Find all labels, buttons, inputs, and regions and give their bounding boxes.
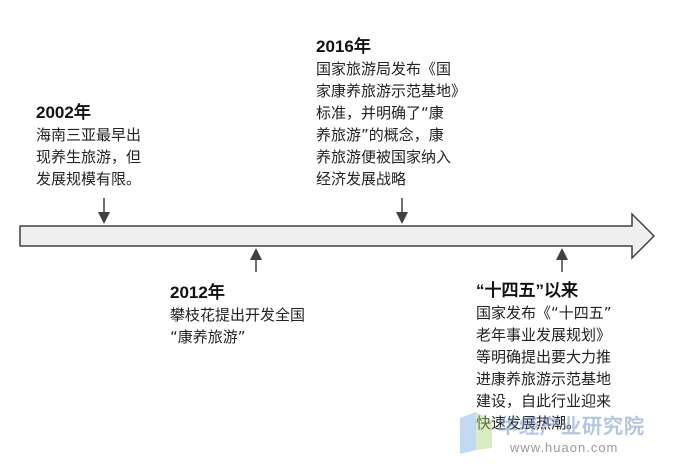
event-14th-five-year: “十四五”以来 国家发布《“十四五” 老年事业发展规划》 等明确提出要大力推 进… <box>476 280 612 434</box>
event-2016: 2016年 国家旅游局发布《国 家康养旅游示范基地》 标准，并明确了“康 养旅游… <box>316 36 466 190</box>
watermark-url: www.huaon.com <box>510 440 619 455</box>
event-description: 国家旅游局发布《国 家康养旅游示范基地》 标准，并明确了“康 养旅游”的概念，康… <box>316 60 467 188</box>
event-2012: 2012年 攀枝花提出开发全国 “康养旅游” <box>170 282 305 348</box>
timeline-arrow <box>19 212 656 260</box>
event-year: 2002年 <box>36 103 91 122</box>
huajing-logo-icon <box>460 412 492 454</box>
marker-14th-five-year <box>556 248 568 272</box>
event-year: “十四五”以来 <box>476 281 578 300</box>
event-description: 国家发布《“十四五” 老年事业发展规划》 等明确提出要大力推 进康养旅游示范基地… <box>476 304 612 432</box>
event-2002: 2002年 海南三亚最早出 现养生旅游，但 发展规模有限。 <box>36 102 141 190</box>
event-year: 2016年 <box>316 37 371 56</box>
marker-2016 <box>396 198 408 224</box>
event-description: 海南三亚最早出 现养生旅游，但 发展规模有限。 <box>36 126 142 188</box>
marker-2002 <box>98 198 110 224</box>
event-description: 攀枝花提出开发全国 “康养旅游” <box>170 306 306 346</box>
watermark-name: 华经产业研究院 <box>498 414 645 438</box>
event-year: 2012年 <box>170 283 225 302</box>
marker-2012 <box>250 248 262 272</box>
watermark: 华经产业研究院 www.huaon.com <box>458 406 680 464</box>
